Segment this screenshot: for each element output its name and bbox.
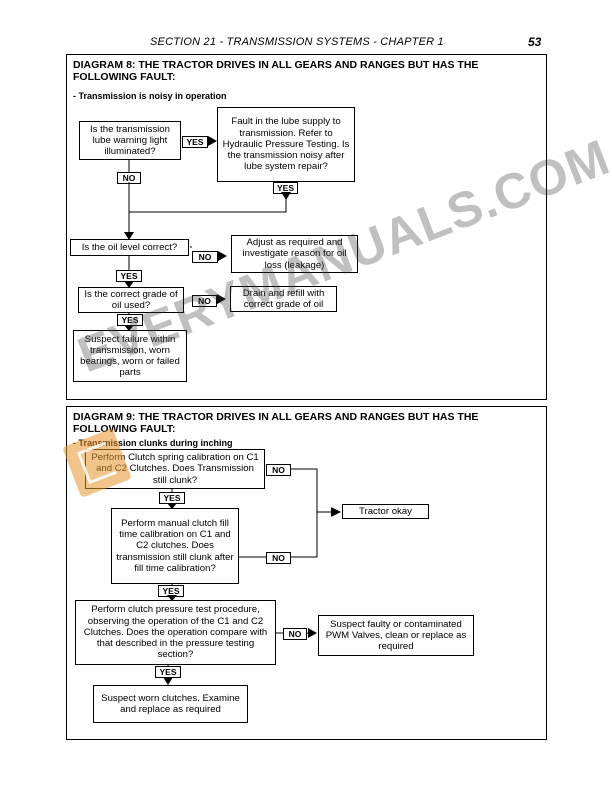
d9-no-tag-3: NO — [283, 628, 307, 640]
suspect-failure: Suspect failure within transmission, wor… — [73, 330, 187, 382]
d8-arrow-no3 — [217, 294, 226, 304]
d8-line-c — [129, 192, 287, 213]
diagram8-panel — [66, 54, 547, 400]
d8-no-tag-3: NO — [192, 295, 217, 307]
d8-yes-tag-1: YES — [182, 136, 208, 148]
diagram9-fault: - Transmission clunks during inching — [73, 438, 233, 448]
page-number: 53 — [528, 35, 542, 49]
d8-arrow-down1 — [124, 232, 134, 240]
adjust-oil-loss: Adjust as required and investigate reaso… — [231, 235, 358, 273]
d9-no-tag-2: NO — [266, 552, 291, 564]
diagram8-title: DIAGRAM 8: THE TRACTOR DRIVES IN ALL GEA… — [73, 59, 479, 83]
d9-arrow-yes2 — [167, 595, 177, 601]
worn-clutches: Suspect worn clutches. Examine and repla… — [93, 685, 248, 723]
d8-arrow-yes2 — [281, 192, 291, 200]
d9-arrow-no3 — [308, 628, 317, 638]
d9-line-a — [291, 468, 318, 558]
d9-arrow-yes3 — [163, 677, 173, 685]
d9-no-tag-1: NO — [266, 464, 291, 476]
pressure-test-question: Perform clutch pressure test procedure, … — [75, 600, 276, 665]
pwm-valves: Suspect faulty or contaminated PWM Valve… — [318, 615, 474, 656]
section-header: SECTION 21 - TRANSMISSION SYSTEMS - CHAP… — [150, 36, 444, 48]
d9-arrow-yes1 — [167, 503, 177, 509]
drain-refill: Drain and refill with correct grade of o… — [230, 286, 337, 312]
fill-time-question: Perform manual clutch fill time calibrat… — [111, 508, 239, 584]
d8-arrow-yes1 — [208, 136, 217, 146]
lube-supply-fault: Fault in the lube supply to transmission… — [217, 107, 355, 182]
d9-arrow-okay — [331, 507, 341, 517]
d8-arrow-yes4 — [124, 325, 134, 331]
d8-arrow-yes3 — [124, 281, 134, 288]
diagram8-fault: - Transmission is noisy in operation — [73, 91, 227, 101]
oil-level-question: Is the oil level correct? — [70, 239, 189, 256]
d8-arrow-no2 — [218, 251, 227, 261]
diagram9-panel — [66, 406, 547, 740]
tractor-okay: Tractor okay — [342, 504, 429, 519]
d8-no-tag-2: NO — [192, 251, 218, 263]
oil-grade-question: Is the correct grade of oil used? — [78, 287, 184, 313]
lube-warning-question: Is the transmission lube warning light i… — [79, 121, 181, 160]
